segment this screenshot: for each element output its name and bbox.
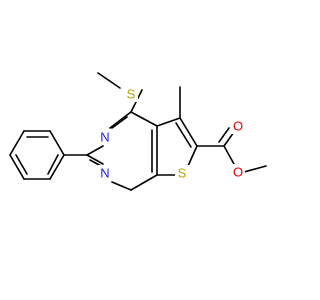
atom-label-o-carbonyl: O <box>233 119 243 134</box>
bond-n1-c7a <box>111 181 132 191</box>
atom-label-layer: S N N S O <box>98 86 245 181</box>
atom-o-carbonyl: O <box>231 118 245 134</box>
atom-label-s-thiophene: S <box>178 166 187 181</box>
bond-c-oester <box>223 145 235 165</box>
atom-s-thiophene: S <box>175 165 189 181</box>
bond-ph-3 <box>9 130 25 156</box>
atom-label-n-lower: N <box>100 166 109 181</box>
bond-c5-c6-inner <box>175 122 192 148</box>
atom-label-n-upper: N <box>100 130 109 145</box>
atom-o-ester: O <box>231 164 245 180</box>
bond-ph-1 <box>49 130 65 156</box>
atom-s-methylthio: S <box>124 86 138 102</box>
bond-n3-c2 <box>86 145 104 156</box>
bond-smethyl <box>97 72 121 89</box>
bond-ph-inner-3 <box>47 154 59 175</box>
bond-c-o-double-1 <box>223 131 235 147</box>
bond-c6-s <box>187 145 198 167</box>
bond-ph-4 <box>9 154 25 180</box>
bond-c4a-c5 <box>156 117 181 127</box>
bond-oester-methyl <box>243 165 267 173</box>
molecule-diagram: S N N S O <box>9 72 267 191</box>
bond-c5-c6 <box>179 117 198 147</box>
atom-n-lower: N <box>98 165 112 181</box>
bond-c4-n3-inner <box>111 116 128 129</box>
bond-layer <box>9 72 267 191</box>
atom-n-upper: N <box>98 129 112 145</box>
atom-label-o-ester: O <box>233 165 243 180</box>
bond-c4-n3 <box>109 111 132 129</box>
bond-c-o-double-2 <box>218 127 230 143</box>
atom-label-s-methylthio: S <box>127 87 136 102</box>
bond-ph-inner-2 <box>15 154 28 175</box>
molecule-structure: S N N S O <box>9 72 267 191</box>
bond-ph-6 <box>49 154 65 180</box>
bond-c2-n1 <box>86 154 104 165</box>
bond-c7a-c3a <box>130 174 158 191</box>
bond-c4a-c4 <box>130 111 158 127</box>
